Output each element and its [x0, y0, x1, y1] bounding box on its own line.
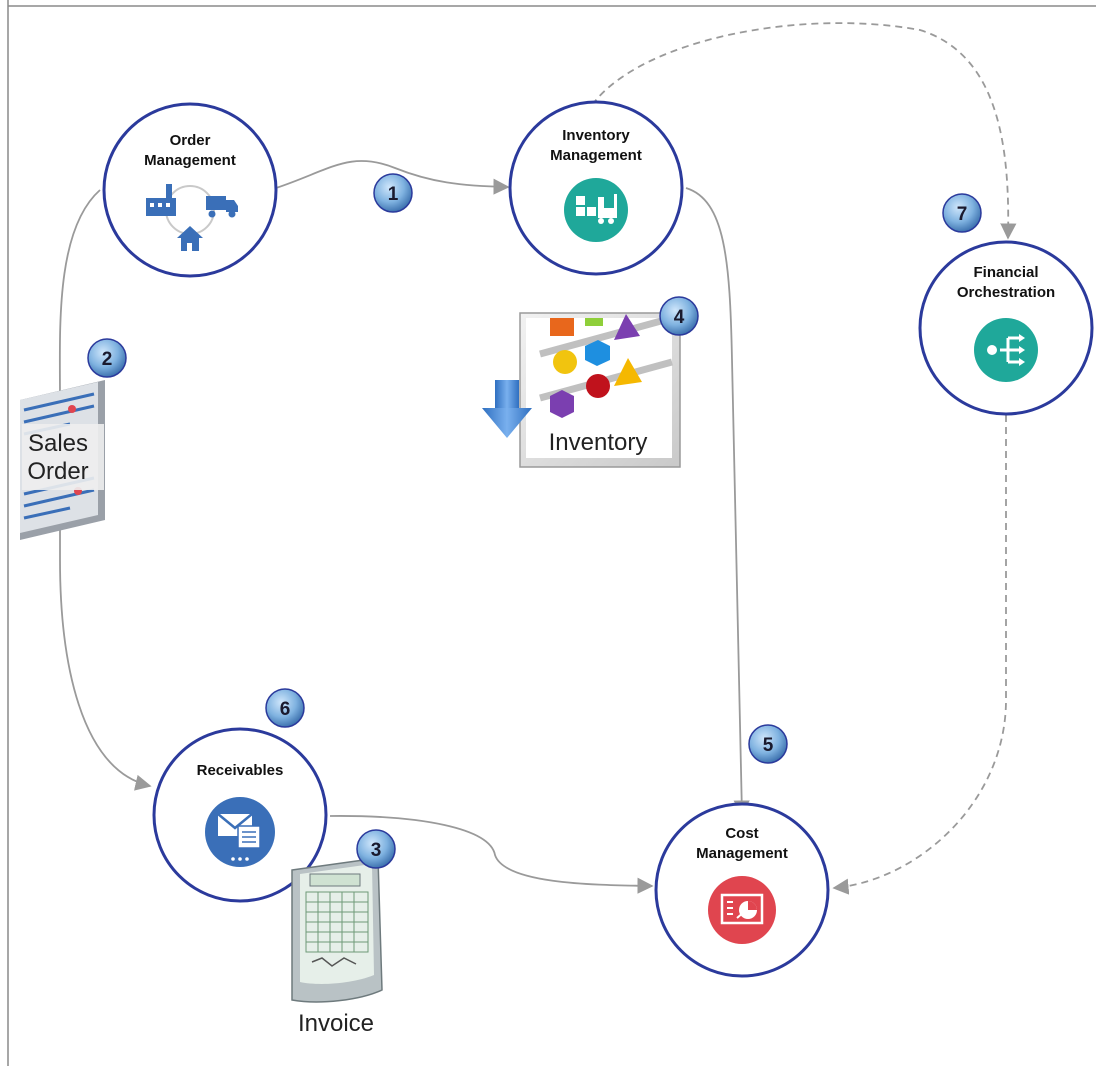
down-arrow-icon: [482, 380, 532, 438]
sales-order-label-line1: Sales: [28, 430, 88, 457]
chart-report-icon: [708, 876, 776, 944]
connector-inventory-to-cost: [685, 187, 750, 817]
badge-3: 3: [356, 829, 396, 869]
factory-truck-house-icon: [146, 184, 238, 251]
yellow-sphere-icon: [553, 350, 577, 374]
sales-order-label-line2: Order: [27, 458, 88, 485]
badge-5-number: 5: [763, 735, 774, 756]
inventory-management-node[interactable]: Inventory Management: [508, 100, 684, 276]
invoice-label: Invoice: [298, 1010, 374, 1037]
badge-7-number: 7: [957, 204, 968, 225]
flow-split-icon: [974, 318, 1038, 382]
badge-3-number: 3: [371, 840, 382, 861]
financial-orchestration-title-line2: Orchestration: [957, 284, 1055, 301]
order-management-title-line1: Order: [170, 132, 211, 149]
badge-4: 4: [659, 296, 699, 336]
connector-financial-to-cost: [832, 415, 1007, 895]
cost-management-node[interactable]: Cost Management: [654, 802, 830, 978]
orange-cube-icon: [550, 318, 574, 336]
badge-1-number: 1: [388, 184, 399, 205]
connector-order-to-receivables: [58, 189, 152, 791]
inventory-management-title-line2: Management: [550, 147, 642, 164]
receivables-title: Receivables: [197, 762, 284, 779]
sales-order-document: Sales Order: [20, 380, 105, 540]
inventory-management-title-line1: Inventory: [562, 127, 630, 144]
receivables-node[interactable]: Receivables: [152, 727, 328, 903]
blue-cube-icon: [585, 340, 610, 366]
purple-pyramid-icon: [614, 314, 640, 340]
badge-5: 5: [748, 724, 788, 764]
order-management-node[interactable]: Order Management: [102, 102, 278, 278]
badge-7: 7: [942, 193, 982, 233]
badge-4-number: 4: [674, 307, 685, 328]
invoice-document: Invoice: [291, 857, 383, 1037]
yellow-pyramid-icon: [614, 358, 642, 386]
connector-inventory-to-financial: [591, 22, 1017, 240]
inventory-label: Inventory: [549, 429, 648, 456]
badge-6: 6: [265, 688, 305, 728]
financial-orchestration-title-line1: Financial: [973, 264, 1038, 281]
forklift-icon: [564, 178, 628, 242]
cost-management-title-line2: Management: [696, 845, 788, 862]
envelope-icon: [205, 797, 275, 867]
cost-management-title-line1: Cost: [725, 825, 758, 842]
badge-2-number: 2: [102, 349, 113, 370]
connectors: [58, 22, 1017, 895]
order-management-title-line2: Management: [144, 152, 236, 169]
connector-order-to-inventory: [275, 160, 510, 195]
badge-1: 1: [373, 173, 413, 213]
red-sphere-icon: [586, 374, 610, 398]
financial-orchestration-node[interactable]: Financial Orchestration: [918, 240, 1094, 416]
inventory-document: Inventory: [519, 312, 681, 468]
badge-6-number: 6: [280, 699, 291, 720]
connector-receivables-to-cost: [329, 815, 654, 894]
badge-2: 2: [87, 338, 127, 378]
